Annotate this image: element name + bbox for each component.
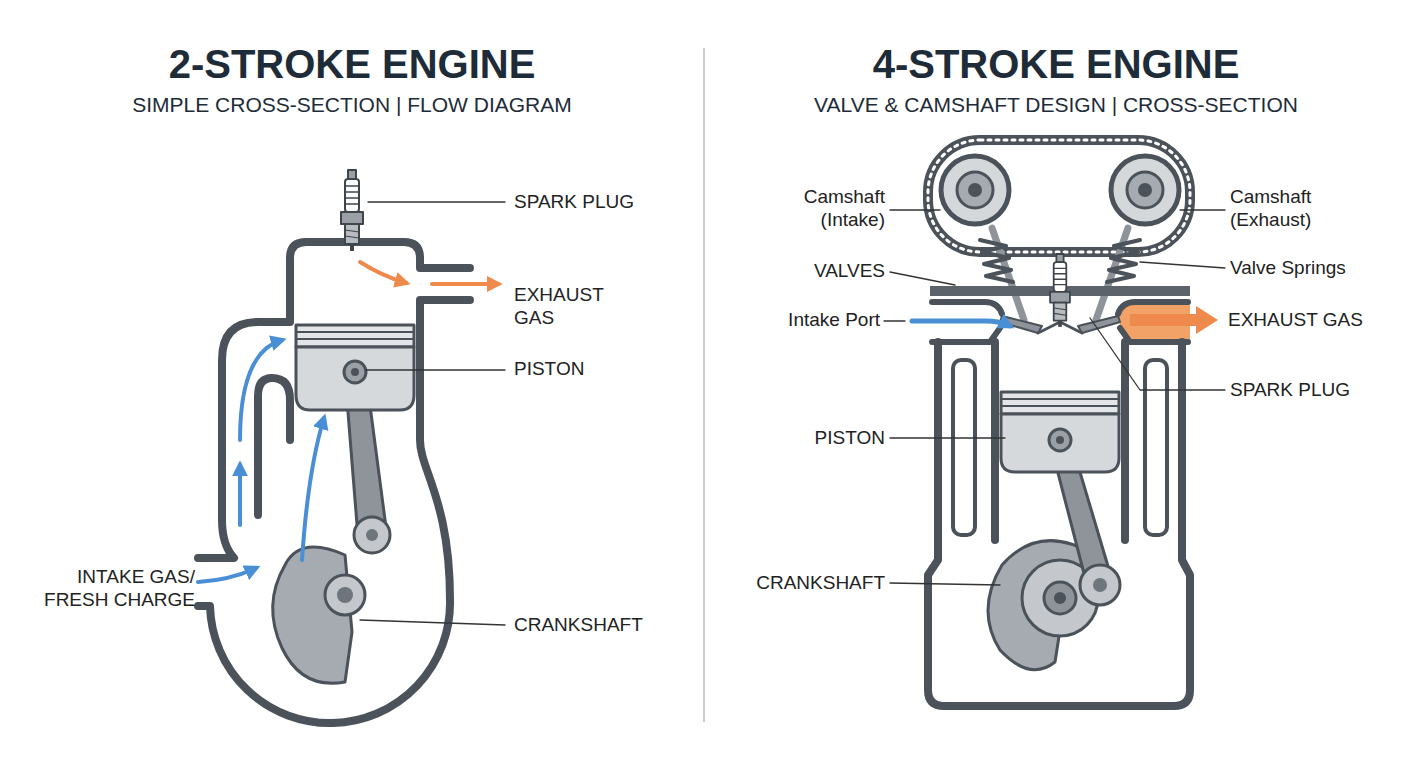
water-jacket — [1145, 360, 1167, 535]
cam-hub — [957, 172, 993, 208]
part-label: Camshaft (Intake) — [785, 186, 885, 232]
transfer-flow-arrow — [238, 465, 242, 525]
exhaust-flow-arrow — [1130, 314, 1198, 326]
two-stroke-engine — [198, 170, 505, 723]
crank-pin — [1080, 565, 1120, 605]
panel-title: 2-STROKE ENGINE — [52, 40, 652, 88]
piston-ring — [1001, 405, 1119, 407]
intake-flow-arrow — [912, 321, 1010, 326]
exhaust-flow-arrow — [432, 282, 498, 286]
cylinder-bore-wall — [991, 342, 999, 540]
leader-line — [366, 369, 505, 370]
part-label: VALVES — [735, 260, 885, 283]
piston-pin-center — [351, 368, 359, 376]
panel-subtitle: VALVE & CAMSHAFT DESIGN | CROSS-SECTION — [756, 92, 1356, 117]
piston-ring — [1001, 398, 1119, 400]
piston-body — [296, 347, 414, 410]
spark-plug-symbol — [1050, 254, 1070, 327]
crank-pin-center — [1093, 578, 1107, 592]
leader-line — [1090, 318, 1225, 390]
flow-label: INTAKE GAS/ FRESH CHARGE — [30, 566, 195, 612]
piston-body — [1001, 414, 1119, 472]
intake-flow-arrow — [198, 568, 256, 582]
crank-pin — [354, 517, 390, 553]
cam-pulley — [941, 156, 1009, 224]
cam-pulley — [1111, 156, 1179, 224]
intake-port-wall — [932, 328, 1000, 342]
part-label: CRANKSHAFT — [514, 614, 694, 637]
leader-line — [890, 272, 955, 285]
piston-crown — [1001, 392, 1119, 414]
piston-ring — [296, 338, 414, 340]
leader-line — [884, 320, 905, 321]
leader-line — [360, 620, 505, 625]
crankcase-wall — [198, 300, 470, 723]
piston-pin — [1049, 429, 1071, 451]
engine-block-wall — [928, 342, 1190, 706]
leader-line — [1180, 209, 1225, 210]
leader-line — [890, 209, 940, 210]
flow-label: EXHAUST GAS — [1228, 309, 1398, 332]
part-label: SPARK PLUG — [1230, 379, 1390, 402]
cam-center — [1138, 183, 1152, 197]
part-label: CRANKSHAFT — [735, 572, 885, 595]
part-label: Valve Springs — [1230, 257, 1390, 280]
leader-line — [890, 583, 1000, 585]
crankcase-flow-arrow — [302, 418, 324, 560]
piston-ring — [296, 331, 414, 333]
panel-title: 4-STROKE ENGINE — [756, 40, 1356, 88]
leader-line — [368, 201, 505, 202]
cam-center — [968, 183, 982, 197]
cylinder-wall — [198, 242, 470, 558]
belt-teeth — [928, 140, 1190, 252]
exhaust-port-wall — [1120, 328, 1188, 342]
part-label: SPARK PLUG — [514, 191, 694, 214]
exhaust-flow-arrow — [360, 262, 406, 283]
panel-subtitle: SIMPLE CROSS-SECTION | FLOW DIAGRAM — [52, 92, 652, 117]
leader-line — [1140, 262, 1225, 268]
piston-crown — [296, 325, 414, 347]
crank-journal — [1044, 582, 1076, 614]
exhaust-port-wall — [1118, 302, 1188, 314]
part-label: Camshaft (Exhaust) — [1230, 186, 1350, 232]
transfer-port-wall — [258, 378, 290, 515]
cam-hub — [1127, 172, 1163, 208]
leader-line — [890, 437, 1005, 438]
crank-pin-center — [366, 529, 378, 541]
crank-journal — [325, 575, 365, 615]
piston-pin-center — [1056, 436, 1064, 444]
crank-journal-center — [337, 587, 353, 603]
part-label: Intake Port — [730, 309, 880, 332]
timing-belt — [928, 140, 1190, 252]
four-stroke-engine — [884, 140, 1225, 706]
transfer-flow-arrow — [240, 340, 282, 440]
valve-spring — [1107, 240, 1140, 282]
water-jacket — [953, 360, 975, 535]
part-label: PISTON — [735, 427, 885, 450]
part-label: PISTON — [514, 358, 694, 381]
flow-label: EXHAUST GAS — [514, 284, 619, 330]
spark-plug-symbol — [341, 170, 363, 251]
crank-journal-center — [1054, 592, 1066, 604]
exhaust-arrow-head — [1196, 306, 1218, 334]
piston-pin — [344, 361, 366, 383]
valve-spring — [980, 240, 1013, 282]
divider-line — [703, 48, 705, 722]
intake-port-wall — [932, 302, 1002, 314]
